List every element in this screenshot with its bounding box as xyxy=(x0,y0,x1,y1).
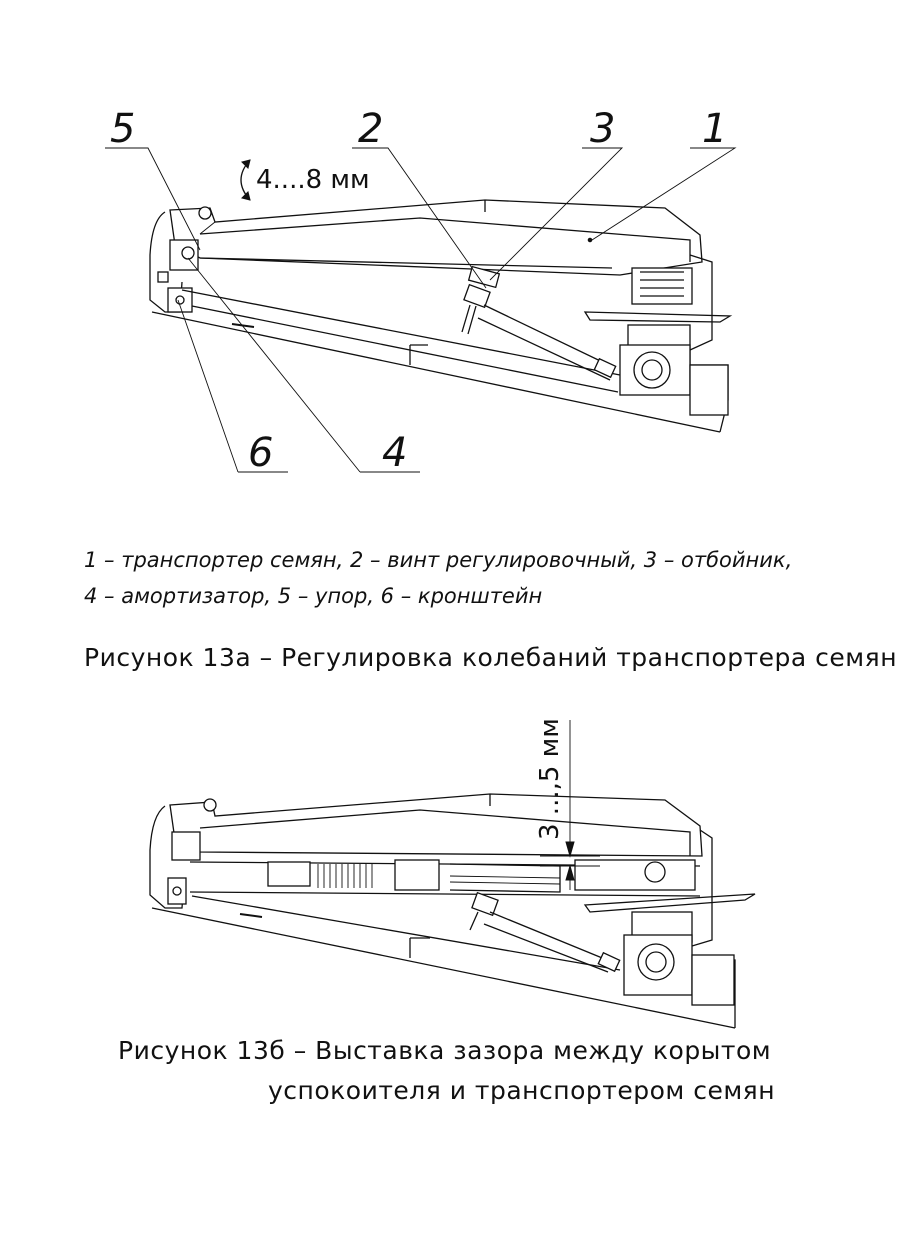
figure-13b-title-line-2: успокоителя и транспортером семян xyxy=(268,1076,776,1105)
stop-bracket-b xyxy=(149,805,201,909)
legend-line-2: 4 – амортизатор, 5 – упор, 6 – кронштейн xyxy=(84,584,543,608)
shock-absorber-b xyxy=(469,891,621,973)
gap-dimension xyxy=(540,720,600,890)
oscillation-label: 4....8 мм xyxy=(256,165,370,195)
figure-13a-title: Рисунок 13а – Регулировка колебаний тран… xyxy=(84,643,897,672)
oscillation-arrow xyxy=(240,159,251,201)
frame-beam-b xyxy=(151,895,736,1029)
gap-label: 3 ...,5 мм xyxy=(535,718,565,840)
figure-13b-drawing: 3 ...,5 мм xyxy=(149,718,756,1029)
seed-conveyor-b xyxy=(169,793,703,857)
callout-5: 5 xyxy=(110,106,135,152)
damper-trough xyxy=(189,859,701,897)
drive-assembly-b xyxy=(583,829,756,1006)
adjusting-screw xyxy=(461,265,501,335)
callout-3: 3 xyxy=(590,106,615,152)
technical-drawing: 5 2 3 1 6 4 4....8 мм xyxy=(105,106,756,1029)
leader-lines-a xyxy=(105,147,737,473)
legend-line-1: 1 – транспортер семян, 2 – винт регулиро… xyxy=(84,548,793,572)
callout-1: 1 xyxy=(702,106,727,152)
seed-conveyor xyxy=(169,199,703,276)
callout-2: 2 xyxy=(358,106,383,152)
drive-assembly xyxy=(583,254,733,416)
figure-13b-title-line-1: Рисунок 13б – Выставка зазора между коры… xyxy=(118,1036,772,1065)
callout-4: 4 xyxy=(382,430,407,476)
shock-absorber xyxy=(477,304,617,381)
callout-6: 6 xyxy=(248,430,273,476)
stop-bracket xyxy=(149,206,212,313)
frame-beam xyxy=(151,289,729,433)
figure-13a-drawing: 5 2 3 1 6 4 4....8 мм xyxy=(105,106,737,476)
